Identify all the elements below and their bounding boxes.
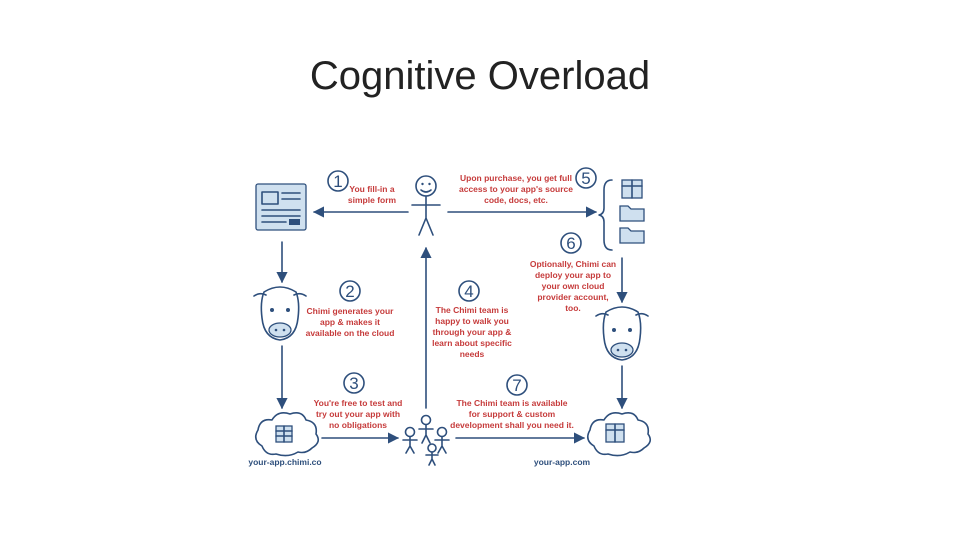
svg-text:You fill-in a: You fill-in a [349, 184, 394, 194]
step-1-text: You fill-in a simple form [348, 184, 397, 205]
svg-text:7: 7 [512, 376, 521, 395]
svg-text:3: 3 [349, 374, 358, 393]
cow-mascot-right-icon [595, 306, 649, 361]
step-4-text: The Chimi team is happy to walk you thro… [432, 305, 512, 359]
svg-text:your own cloud: your own cloud [542, 281, 605, 291]
svg-text:too.: too. [565, 303, 581, 313]
step-5-number: 5 [575, 167, 597, 189]
step-3-number: 3 [343, 372, 365, 394]
svg-text:code, docs, etc.: code, docs, etc. [484, 195, 548, 205]
svg-text:available on the cloud: available on the cloud [306, 328, 395, 338]
svg-text:2: 2 [345, 282, 354, 301]
url-left-label: your-app.chimi.co [248, 457, 321, 467]
step-5-text: Upon purchase, you get full access to yo… [459, 173, 573, 205]
svg-text:Optionally, Chimi can: Optionally, Chimi can [530, 259, 616, 269]
step-4-number: 4 [458, 280, 480, 302]
url-right-label: your-app.com [534, 457, 591, 467]
svg-text:The Chimi team is available: The Chimi team is available [456, 398, 567, 408]
cloud-server-left-icon [254, 412, 320, 457]
step-2-text: Chimi generates your app & makes it avai… [306, 306, 395, 338]
step-3-text: You're free to test and try out your app… [314, 398, 403, 430]
cloud-server-right-icon [586, 412, 652, 457]
svg-text:happy to walk you: happy to walk you [435, 316, 509, 326]
svg-text:The Chimi team is: The Chimi team is [436, 305, 509, 315]
svg-text:try out your app with: try out your app with [316, 409, 400, 419]
page-title: Cognitive Overload [309, 54, 651, 98]
svg-text:no obligations: no obligations [329, 420, 387, 430]
step-6-text: Optionally, Chimi can deploy your app to… [530, 259, 616, 313]
svg-text:Upon purchase, you get full: Upon purchase, you get full [460, 173, 572, 183]
svg-text:through your app &: through your app & [433, 327, 512, 337]
svg-text:5: 5 [581, 169, 590, 188]
user-stick-figure-icon [411, 175, 441, 236]
svg-text:simple form: simple form [348, 195, 397, 205]
form-icon [255, 183, 307, 231]
step-1-number: 1 [327, 170, 349, 192]
svg-text:4: 4 [464, 282, 473, 301]
package-folders-icon [598, 179, 645, 251]
step-2-number: 2 [339, 280, 361, 302]
svg-text:Chimi generates your: Chimi generates your [307, 306, 395, 316]
svg-text:1: 1 [333, 172, 342, 191]
svg-text:provider account,: provider account, [537, 292, 608, 302]
svg-text:deploy your app to: deploy your app to [535, 270, 611, 280]
svg-text:needs: needs [460, 349, 485, 359]
svg-text:learn about specific: learn about specific [432, 338, 512, 348]
team-stick-figures-icon [402, 414, 450, 466]
step-6-number: 6 [560, 232, 582, 254]
step-7-text: The Chimi team is available for support … [450, 398, 574, 430]
svg-text:6: 6 [566, 234, 575, 253]
svg-text:access to your app's source: access to your app's source [459, 184, 573, 194]
svg-text:for support & custom: for support & custom [469, 409, 556, 419]
cow-mascot-left-icon [253, 286, 307, 341]
step-7-number: 7 [506, 374, 528, 396]
svg-text:You're free to test and: You're free to test and [314, 398, 403, 408]
svg-text:app & makes it: app & makes it [320, 317, 380, 327]
svg-text:development shall you need it.: development shall you need it. [450, 420, 574, 430]
